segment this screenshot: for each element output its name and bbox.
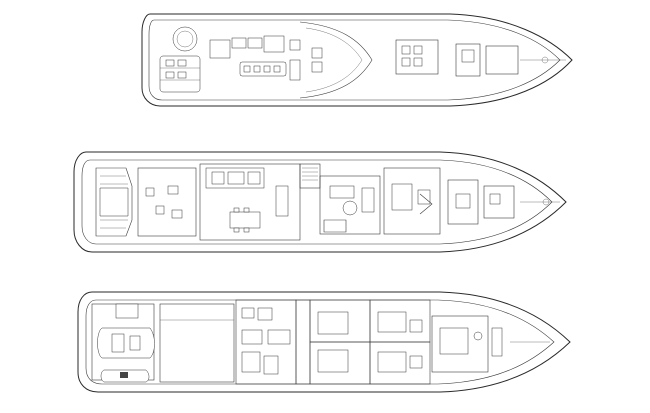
lower-deck-plan — [77, 291, 571, 393]
main-deck-plan — [73, 151, 567, 253]
upper-deck-plan — [141, 13, 573, 107]
